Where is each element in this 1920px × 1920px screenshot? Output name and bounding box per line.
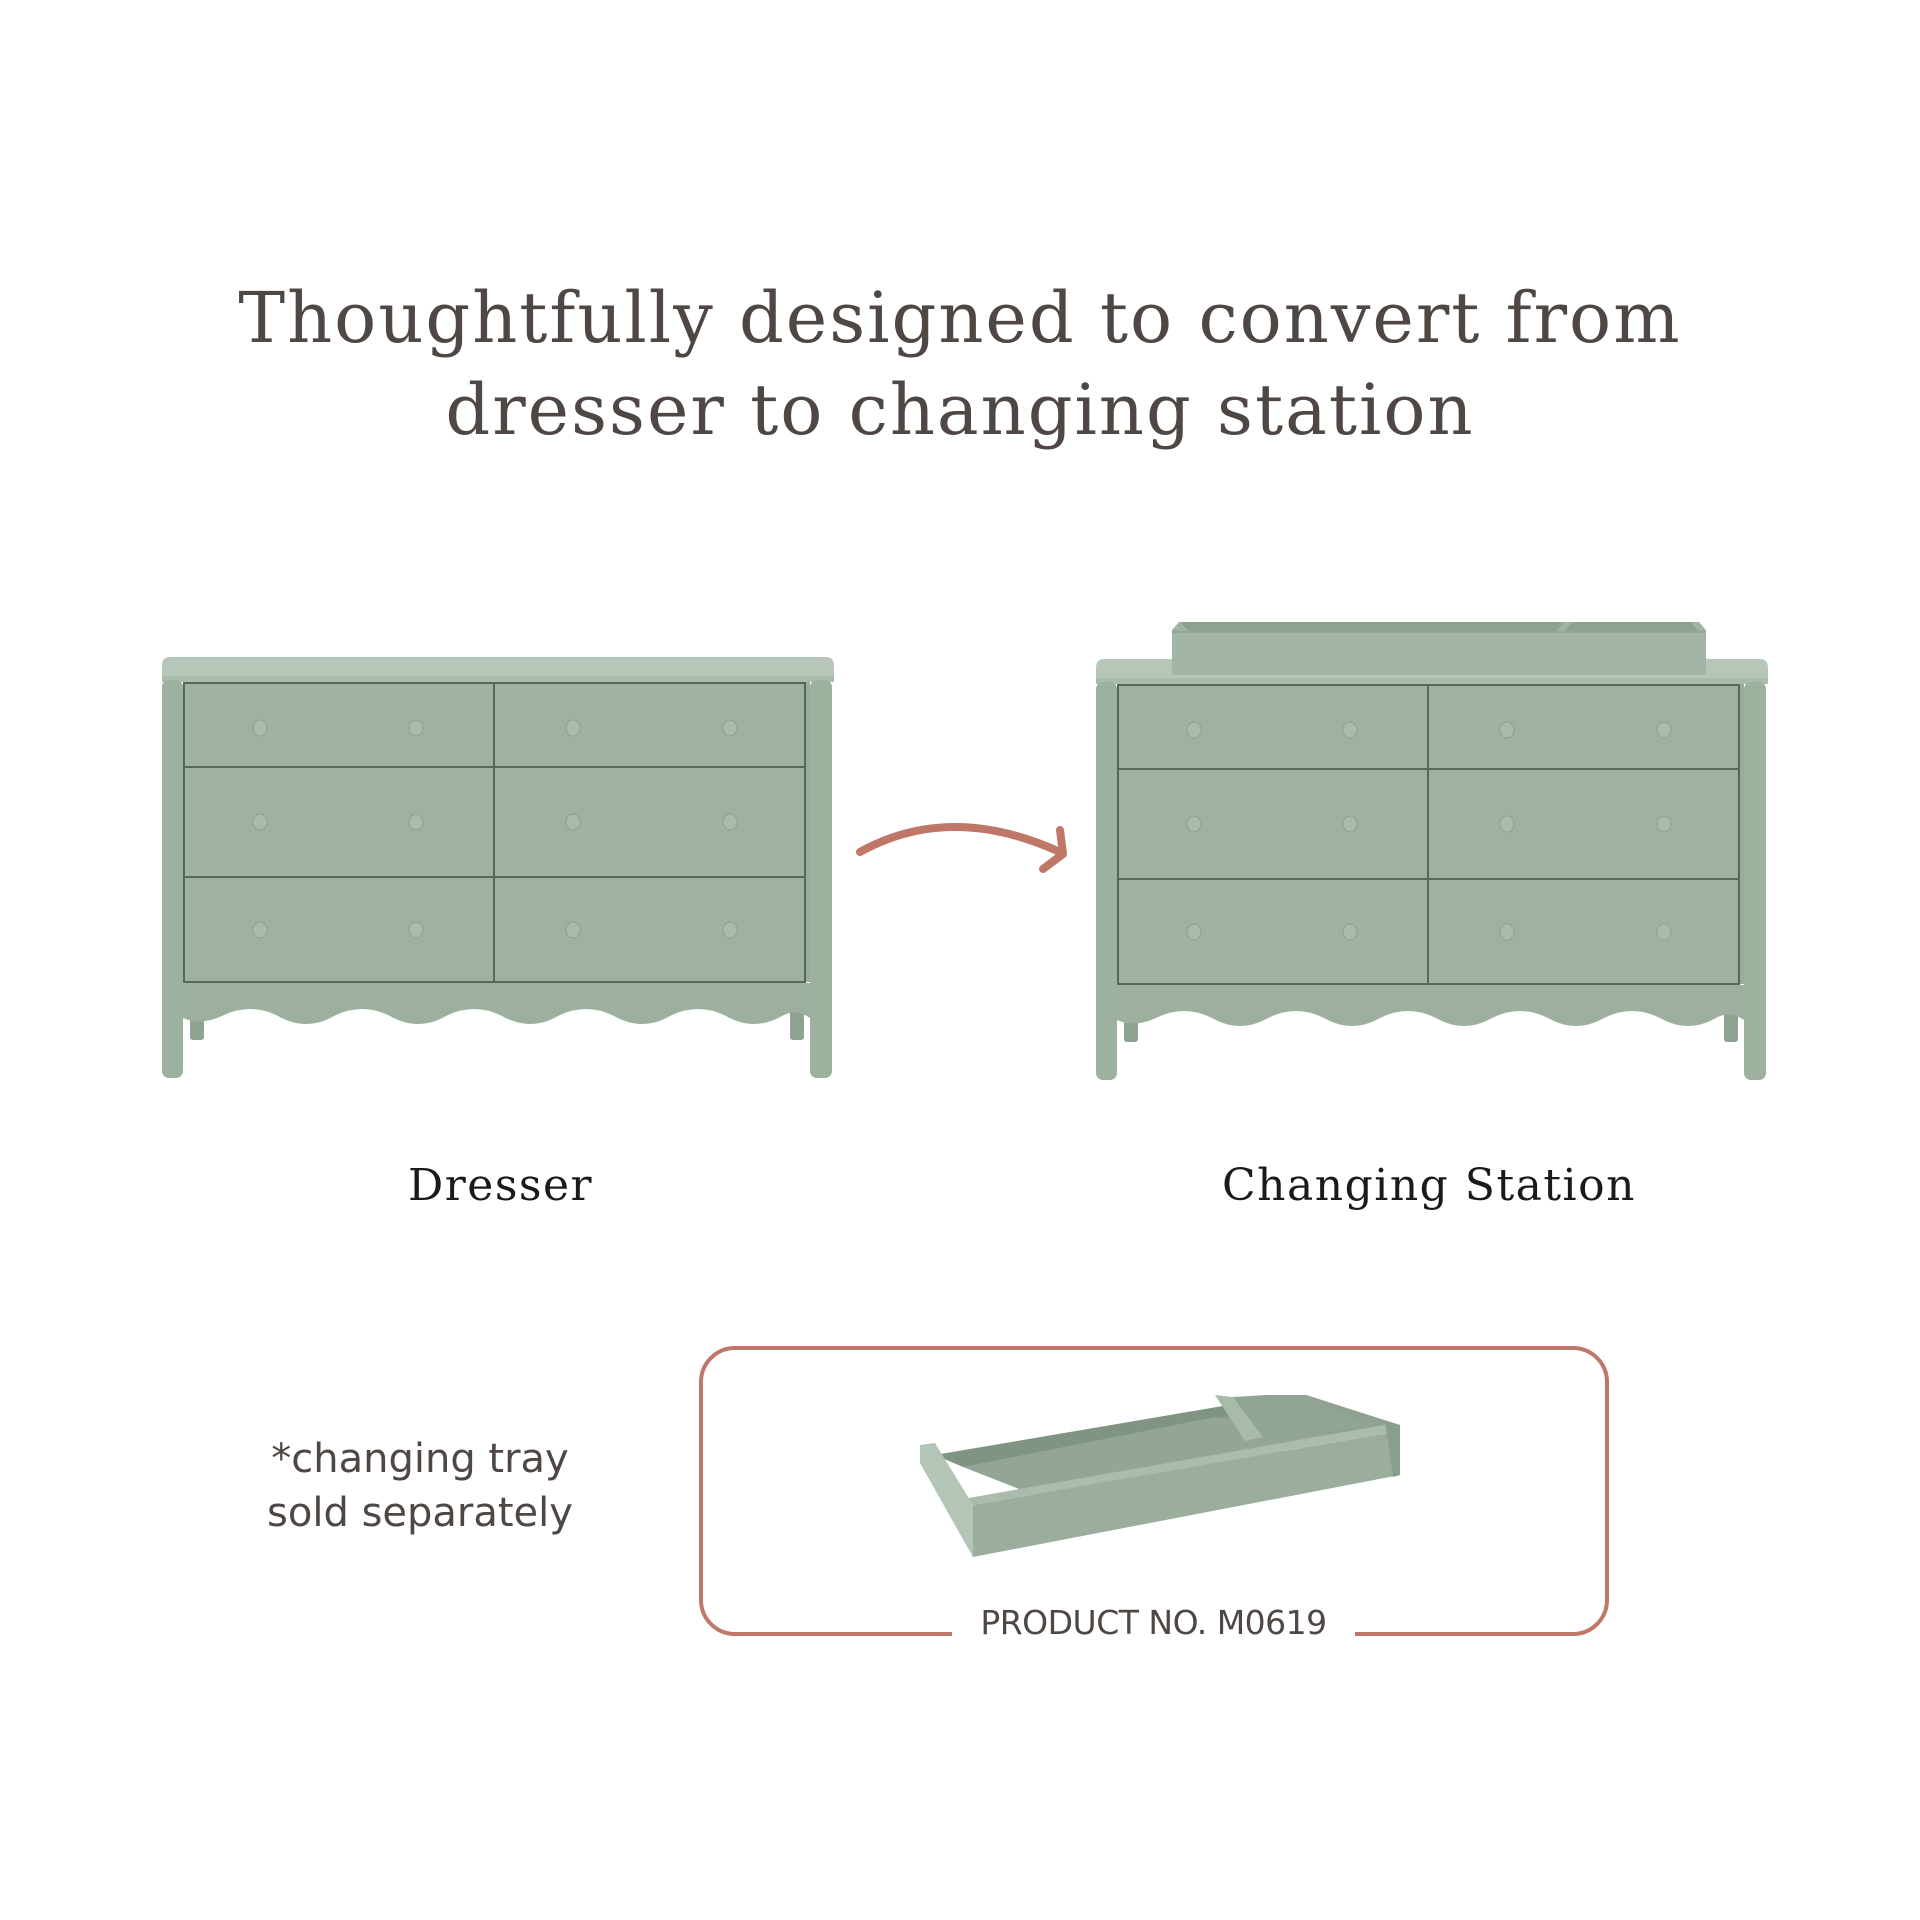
- footnote-line-2: sold separately: [267, 1490, 573, 1536]
- page-headline: Thoughtfully designed to convert from dr…: [0, 272, 1920, 456]
- curved-arrow-right-icon: [850, 812, 1080, 882]
- changing-tray-image: [915, 1395, 1405, 1570]
- headline-line-2: dresser to changing station: [445, 369, 1475, 451]
- changing-station-label: Changing Station: [1222, 1160, 1636, 1211]
- changing-station-illustration: [1094, 612, 1770, 1082]
- dresser-illustration: [160, 650, 836, 1080]
- product-number: PRODUCT NO. M0619: [952, 1603, 1355, 1642]
- headline-line-1: Thoughtfully designed to convert from: [238, 277, 1682, 359]
- tray-footnote: *changing tray sold separately: [250, 1432, 590, 1540]
- dresser-label: Dresser: [408, 1160, 594, 1211]
- footnote-line-1: *changing tray: [271, 1436, 569, 1482]
